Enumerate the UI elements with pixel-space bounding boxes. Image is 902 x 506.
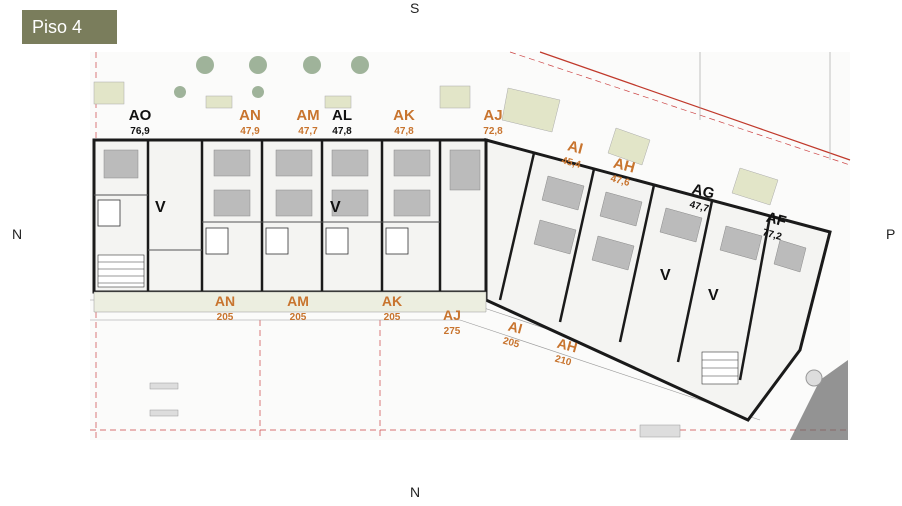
unit-area: 45,4 <box>560 155 582 171</box>
compass-left: N <box>12 226 23 242</box>
pavement <box>149 382 681 438</box>
unit-area: 47,9 <box>240 126 260 137</box>
unit-area: 47,7 <box>298 126 318 137</box>
view-marker-3: V <box>660 267 671 284</box>
unit-code: AN <box>215 293 235 309</box>
unit-frontage-am: AM 205 <box>287 293 309 323</box>
unit-code: AI <box>506 318 524 337</box>
unit-frontage: 205 <box>384 312 401 323</box>
unit-area: 47,8 <box>394 126 414 137</box>
unit-code: AF <box>764 209 788 231</box>
unit-code: AM <box>296 107 319 124</box>
terrace-band <box>93 291 487 313</box>
view-marker-2: V <box>330 199 341 216</box>
unit-label-an: AN 47,9 <box>239 107 261 137</box>
view-markers: V V V V <box>155 199 719 304</box>
top-unit-labels: AO 76,9 AN 47,9 AM 47,7 AL 47,8 AK 47,8 AJ 72,8AI45… <box>129 107 788 243</box>
straight-block <box>92 138 488 294</box>
unit-label-ak: AK 47,8 <box>393 107 415 137</box>
unit-code: AL <box>332 107 352 124</box>
stairs-left <box>97 254 145 288</box>
unit-frontage: 205 <box>290 312 307 323</box>
trees <box>174 56 369 98</box>
stairs-right <box>701 351 739 385</box>
angled-block <box>484 138 832 422</box>
unit-area: 47,8 <box>332 126 352 137</box>
compass-bottom: N <box>410 484 421 500</box>
unit-code: AJ <box>483 107 502 124</box>
unit-code: AK <box>382 293 402 309</box>
unit-frontage-ak: AK 205 <box>382 293 402 323</box>
hatch-area <box>790 360 848 440</box>
unit-code: AN <box>239 107 261 124</box>
balconies <box>93 81 779 206</box>
view-marker-4: V <box>708 287 719 304</box>
unit-label-am: AM 47,7 <box>296 107 319 137</box>
unit-label-aj: AJ 72,8 <box>483 107 503 137</box>
compass-top: S <box>410 0 420 16</box>
floor-badge: Piso 4 <box>22 10 117 44</box>
unit-frontage-an: AN 205 <box>215 293 235 323</box>
unit-code: AM <box>287 293 309 309</box>
unit-frontage: 210 <box>554 354 573 369</box>
unit-code: AK <box>393 107 415 124</box>
unit-frontage: 205 <box>217 312 234 323</box>
unit-frontage: 275 <box>444 326 461 337</box>
compass-right: P <box>886 226 896 242</box>
unit-code: AJ <box>443 307 461 323</box>
unit-area: 47,6 <box>609 173 631 189</box>
unit-label-al: AL 47,8 <box>332 107 352 137</box>
boundary-line <box>539 51 851 161</box>
view-marker-1: V <box>155 199 166 216</box>
unit-label-ao: AO 76,9 <box>129 107 152 137</box>
unit-area: 76,9 <box>130 126 150 137</box>
unit-code: AI <box>566 138 585 158</box>
unit-area: 77,2 <box>761 227 783 243</box>
unit-code: AG <box>690 181 716 203</box>
unit-frontage: 205 <box>502 336 521 351</box>
unit-code: AH <box>611 155 636 177</box>
unit-code: AH <box>555 335 579 356</box>
unit-area: 47,7 <box>688 199 710 215</box>
unit-frontage-aj: AJ 275 <box>443 307 461 337</box>
unit-area: 72,8 <box>483 126 503 137</box>
unit-code: AO <box>129 107 152 124</box>
